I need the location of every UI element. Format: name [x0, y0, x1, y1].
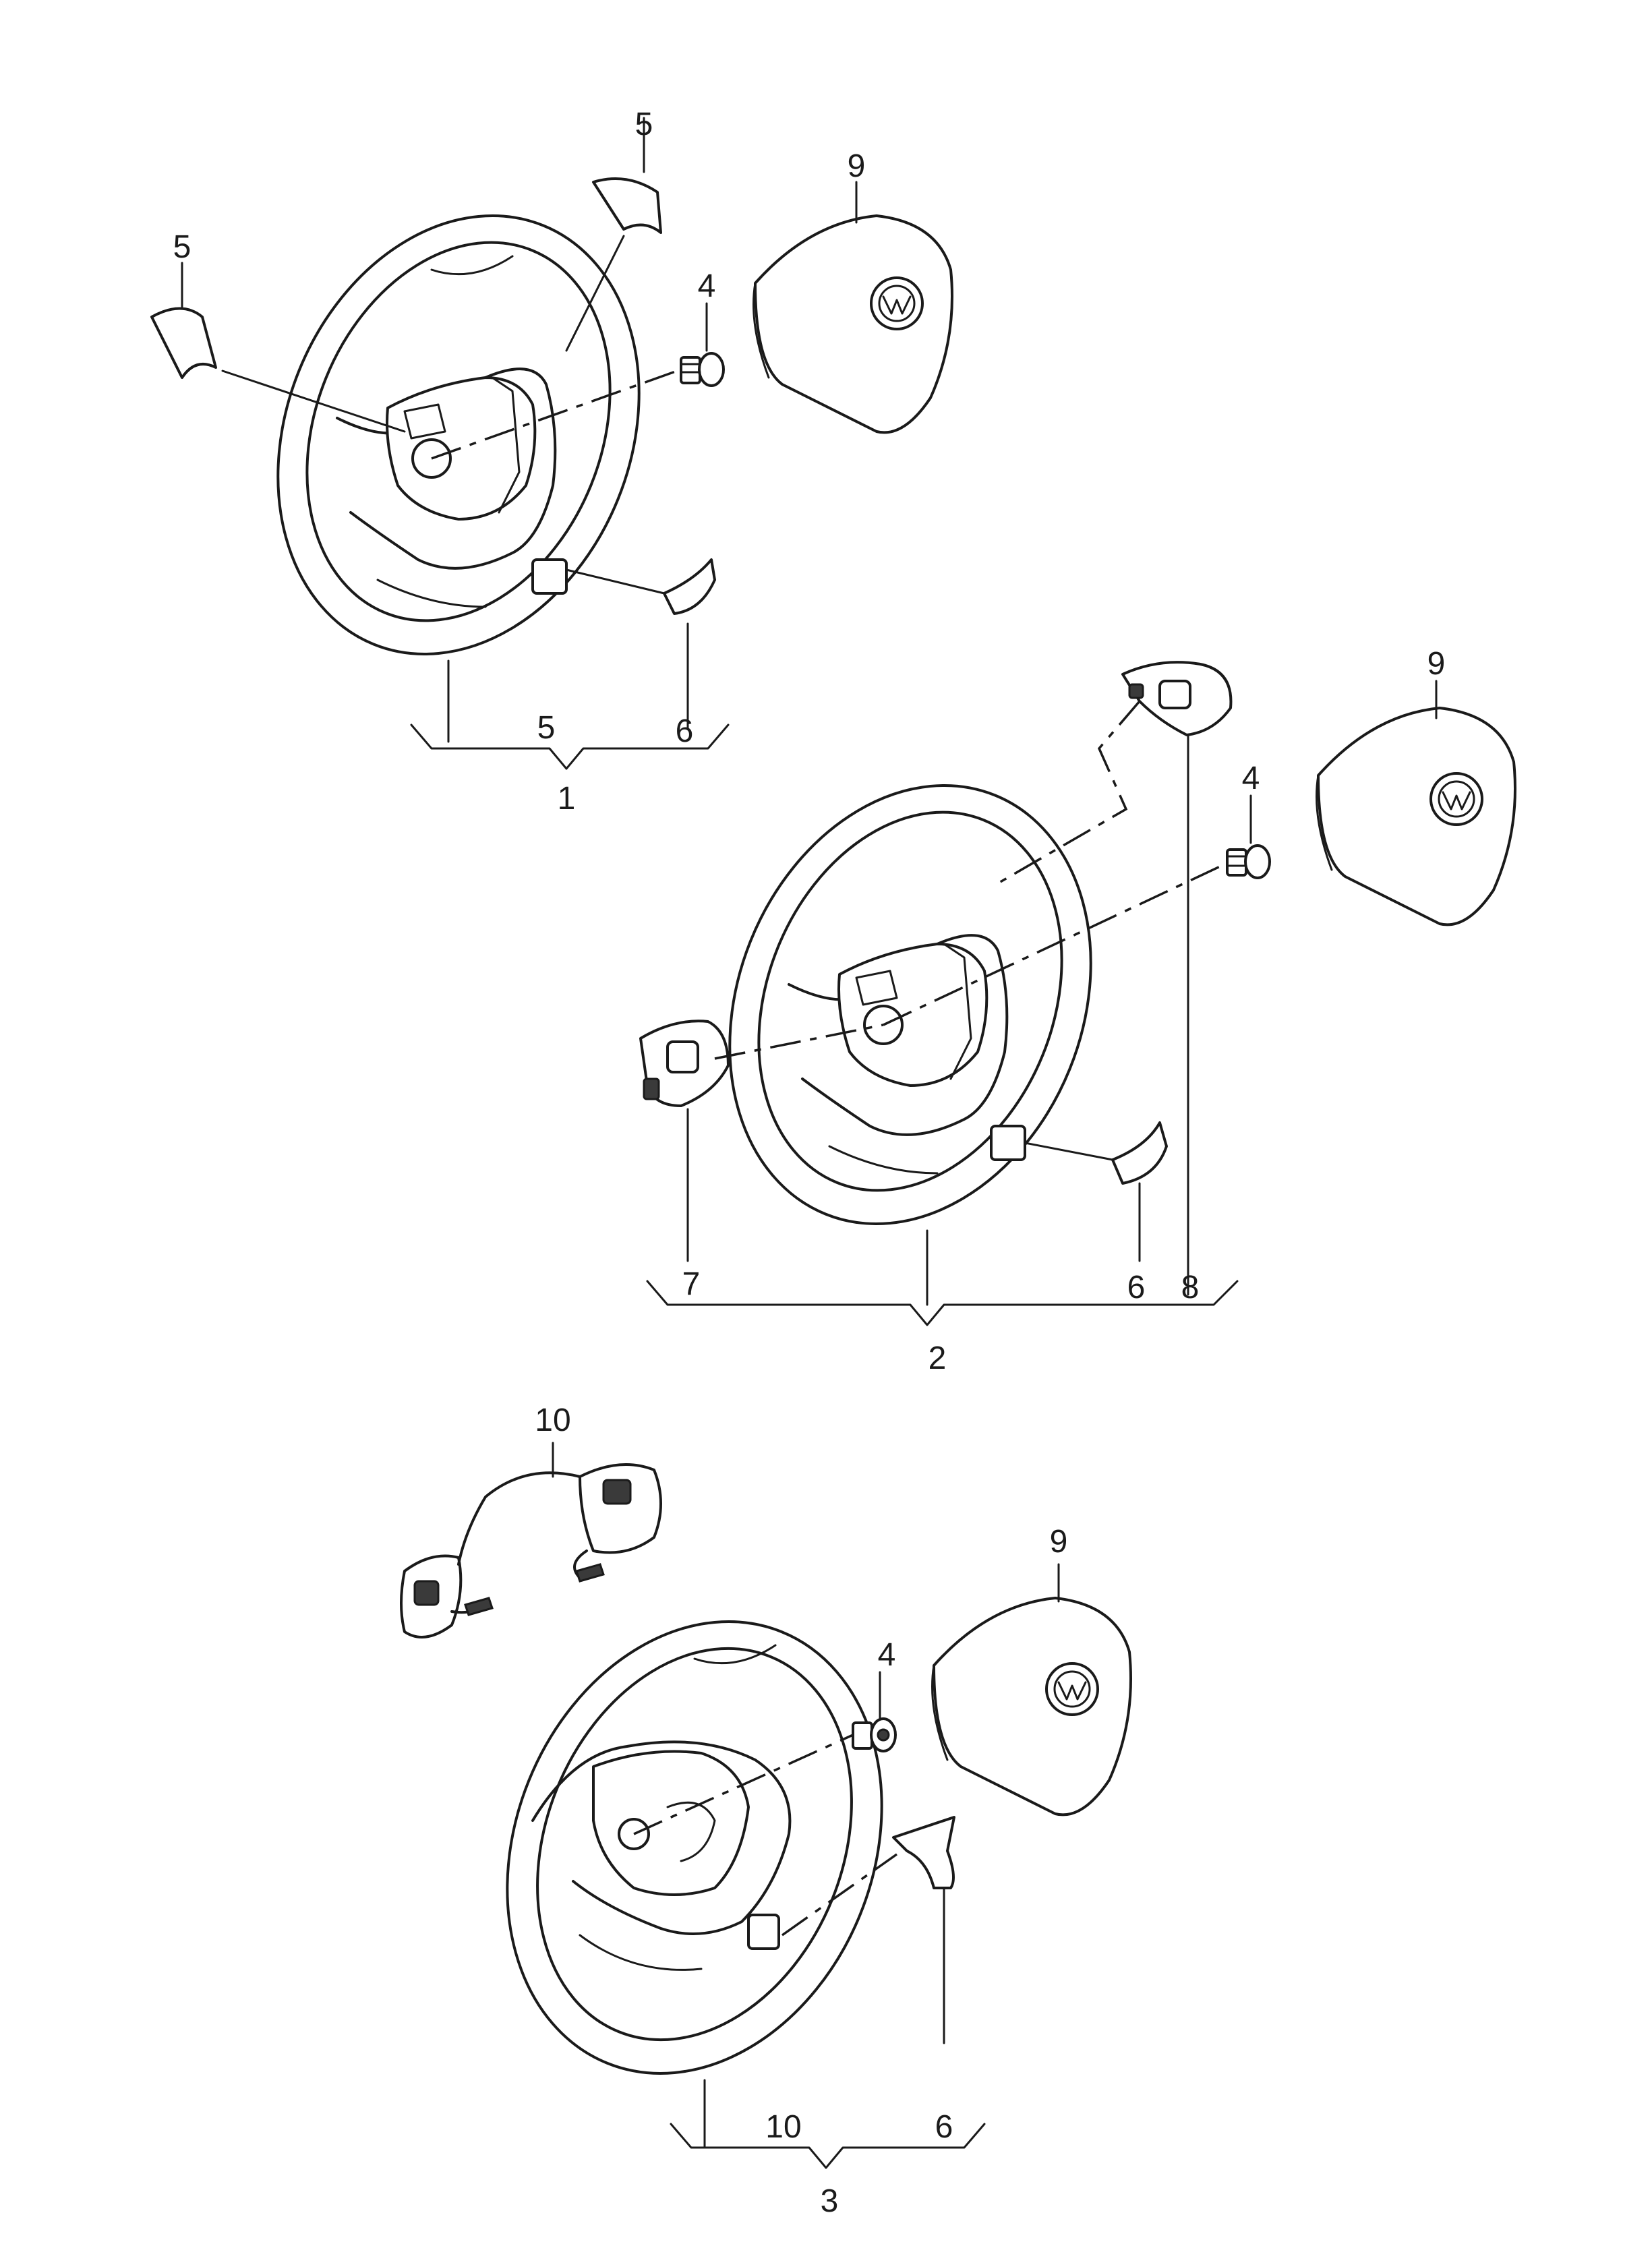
steering-wheel-3 — [506, 1620, 883, 2075]
callout-label: 4 — [878, 1637, 896, 1673]
bolt-4-c — [852, 1717, 897, 1752]
callout-label: 6 — [676, 713, 694, 749]
airbag-9-c — [931, 1597, 1132, 1817]
bracket-2 — [646, 1280, 1239, 1326]
callout-label: 5 — [173, 229, 191, 265]
callout-label: 9 — [1427, 646, 1446, 682]
callout-label: 10 — [535, 1402, 570, 1438]
control-switch-7 — [639, 1020, 730, 1107]
callout-label: 7 — [682, 1266, 701, 1302]
callout-label: 1 — [558, 781, 576, 817]
callout-label: 8 — [1181, 1270, 1200, 1305]
bracket-1 — [410, 724, 730, 770]
trim-cover-6 — [663, 558, 716, 615]
callout-label: 4 — [1242, 761, 1260, 796]
bracket-3 — [670, 2123, 986, 2169]
trim-cover-6-b — [1111, 1121, 1168, 1185]
steering-wheel-2 — [728, 784, 1092, 1225]
callout-label: 3 — [821, 2183, 839, 2219]
callout-label: 6 — [935, 2109, 953, 2145]
callout-label: 5 — [635, 107, 653, 142]
callout-label: 9 — [848, 148, 866, 184]
bolt-4-b — [1226, 844, 1271, 879]
callout-label: 4 — [698, 268, 716, 304]
control-switch-8 — [1121, 661, 1233, 736]
callout-label: 10 — [765, 2109, 801, 2145]
steering-wheel-assembly-2: 9 4 7 6 8 2 — [639, 646, 1516, 1376]
steering-wheel-assembly-3: 10 9 4 10 6 3 — [400, 1402, 1132, 2219]
trim-cover-6-c — [892, 1816, 955, 1889]
multifunction-switch-10 — [400, 1463, 662, 1638]
callout-label: 6 — [1127, 1270, 1146, 1305]
trim-cover-5-top — [592, 177, 662, 234]
airbag-9 — [753, 214, 953, 434]
callout-label: 9 — [1050, 1524, 1068, 1560]
callout-label: 5 — [537, 710, 556, 746]
trim-cover-5-left — [150, 307, 217, 379]
bolt-4 — [680, 352, 725, 387]
callout-label: 2 — [928, 1340, 947, 1376]
airbag-9-b — [1316, 707, 1516, 926]
steering-wheel-assembly-1: 5 5 9 4 5 6 1 — [150, 107, 953, 817]
steering-wheel-1 — [276, 214, 641, 655]
